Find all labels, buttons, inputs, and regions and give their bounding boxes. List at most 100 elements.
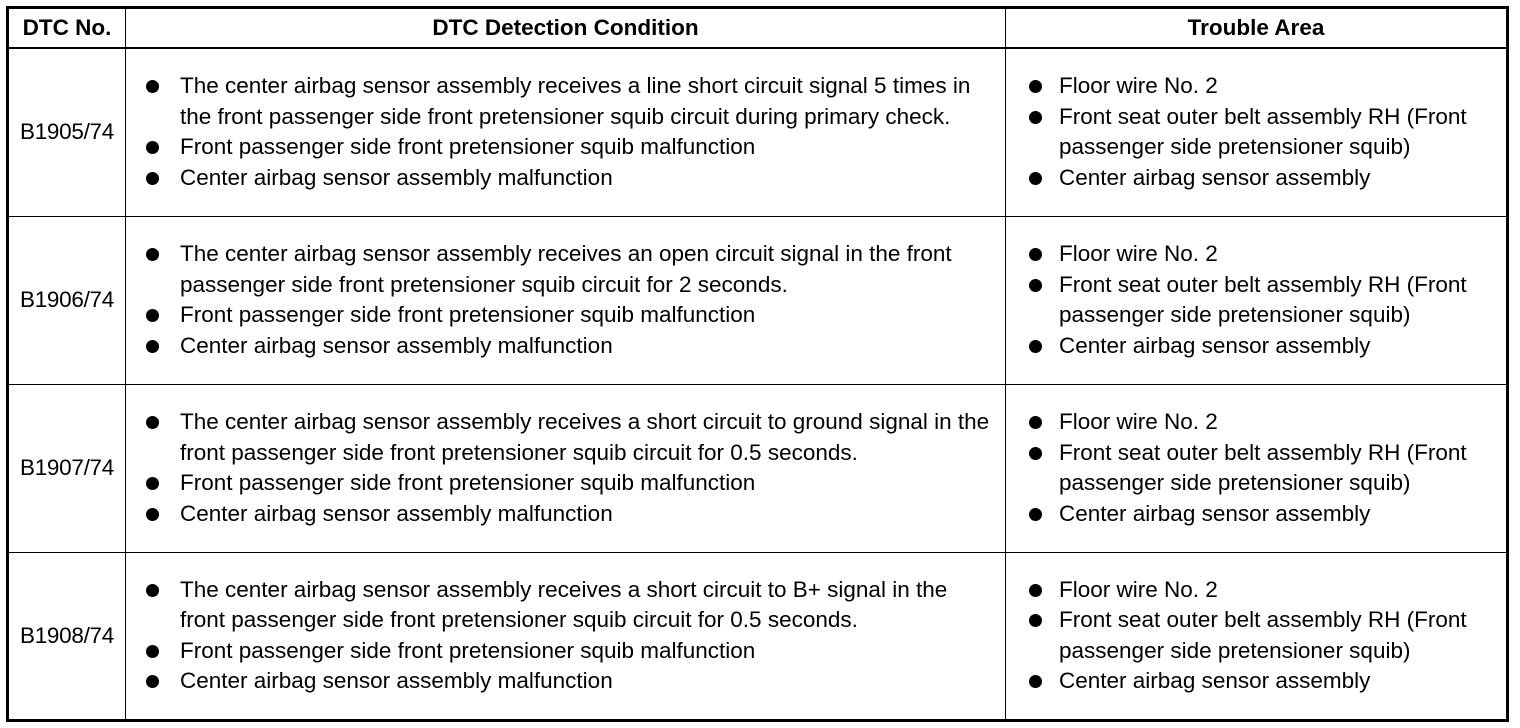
list-item: Front seat outer belt assembly RH (Front…	[1006, 438, 1506, 499]
area-text: Center airbag sensor assembly	[1059, 164, 1371, 190]
dtc-code-cell: B1908/74	[7, 551, 126, 721]
area-list: Floor wire No. 2 Front seat outer belt a…	[1006, 71, 1506, 193]
condition-text: The center airbag sensor assembly receiv…	[180, 409, 990, 465]
condition-list: The center airbag sensor assembly receiv…	[126, 71, 1005, 193]
list-item: Front passenger side front pretensioner …	[126, 132, 1005, 163]
condition-text: The center airbag sensor assembly receiv…	[180, 241, 952, 297]
list-item: Front seat outer belt assembly RH (Front…	[1006, 605, 1506, 666]
list-item: Center airbag sensor assembly	[1006, 163, 1506, 194]
bullet-icon	[1029, 507, 1042, 521]
table-row: B1908/74 The center airbag sensor assemb…	[7, 551, 1508, 721]
condition-text: Front passenger side front pretensioner …	[180, 637, 756, 663]
trouble-area-cell: Floor wire No. 2 Front seat outer belt a…	[1005, 383, 1508, 553]
area-text: Center airbag sensor assembly	[1059, 668, 1371, 693]
list-item: Center airbag sensor assembly	[1006, 331, 1506, 362]
bullet-icon	[1029, 110, 1042, 124]
bullet-icon	[1029, 171, 1042, 185]
dtc-code-cell: B1906/74	[7, 215, 126, 385]
dtc-code-cell: B1905/74	[7, 47, 126, 217]
detection-condition-cell: The center airbag sensor assembly receiv…	[125, 551, 1006, 721]
bullet-icon	[146, 507, 159, 521]
trouble-area-cell: Floor wire No. 2 Front seat outer belt a…	[1005, 215, 1508, 385]
trouble-area-cell: Floor wire No. 2 Front seat outer belt a…	[1005, 551, 1508, 721]
bullet-icon	[1029, 675, 1042, 688]
bullet-icon	[146, 80, 159, 94]
condition-list: The center airbag sensor assembly receiv…	[126, 575, 1005, 697]
dtc-code-cell: B1907/74	[7, 383, 126, 553]
condition-text: Center airbag sensor assembly malfunctio…	[180, 332, 613, 358]
bullet-icon	[146, 171, 159, 185]
bullet-icon	[146, 583, 159, 597]
bullet-icon	[1029, 583, 1042, 597]
area-list: Floor wire No. 2 Front seat outer belt a…	[1006, 575, 1506, 697]
list-item: The center airbag sensor assembly receiv…	[126, 239, 1005, 300]
bullet-icon	[1029, 248, 1042, 261]
list-item: Front seat outer belt assembly RH (Front…	[1006, 102, 1506, 163]
condition-text: Center airbag sensor assembly malfunctio…	[180, 500, 613, 526]
table-row: B1906/74 The center airbag sensor assemb…	[7, 215, 1508, 385]
list-item: Floor wire No. 2	[1006, 575, 1506, 606]
list-item: Front passenger side front pretensioner …	[126, 300, 1005, 331]
bullet-icon	[1029, 614, 1042, 627]
condition-text: Front passenger side front pretensioner …	[180, 470, 756, 495]
list-item: Floor wire No. 2	[1006, 239, 1506, 270]
header-detection-condition: DTC Detection Condition	[125, 7, 1006, 49]
table-row: B1905/74 The center airbag sensor assemb…	[7, 47, 1508, 217]
area-text: Front seat outer belt assembly RH (Front…	[1059, 607, 1467, 663]
list-item: Front passenger side front pretensioner …	[126, 636, 1005, 667]
list-item: Center airbag sensor assembly malfunctio…	[126, 499, 1005, 530]
list-item: Center airbag sensor assembly	[1006, 666, 1506, 697]
bullet-icon	[1029, 416, 1042, 429]
area-list: Floor wire No. 2 Front seat outer belt a…	[1006, 239, 1506, 361]
bullet-icon	[146, 477, 159, 490]
condition-text: Center airbag sensor assembly malfunctio…	[180, 164, 613, 190]
bullet-icon	[146, 339, 159, 353]
list-item: The center airbag sensor assembly receiv…	[126, 71, 1005, 132]
bullet-icon	[146, 416, 159, 429]
condition-list: The center airbag sensor assembly receiv…	[126, 239, 1005, 361]
area-text: Front seat outer belt assembly RH (Front…	[1059, 103, 1467, 160]
list-item: The center airbag sensor assembly receiv…	[126, 407, 1005, 468]
list-item: Front passenger side front pretensioner …	[126, 468, 1005, 499]
dtc-table-container: DTC No. DTC Detection Condition Trouble …	[6, 6, 1509, 722]
bullet-icon	[146, 675, 159, 688]
list-item: Center airbag sensor assembly malfunctio…	[126, 666, 1005, 697]
bullet-icon	[146, 644, 159, 658]
dtc-table: DTC No. DTC Detection Condition Trouble …	[6, 6, 1509, 722]
table-header-row: DTC No. DTC Detection Condition Trouble …	[7, 7, 1508, 49]
area-list: Floor wire No. 2 Front seat outer belt a…	[1006, 407, 1506, 529]
detection-condition-cell: The center airbag sensor assembly receiv…	[125, 383, 1006, 553]
trouble-area-cell: Floor wire No. 2 Front seat outer belt a…	[1005, 47, 1508, 217]
bullet-icon	[1029, 339, 1042, 353]
list-item: The center airbag sensor assembly receiv…	[126, 575, 1005, 636]
bullet-icon	[146, 141, 159, 155]
bullet-icon	[1029, 80, 1042, 94]
header-dtc-no: DTC No.	[7, 7, 126, 49]
table-row: B1907/74 The center airbag sensor assemb…	[7, 383, 1508, 553]
area-text: Floor wire No. 2	[1059, 241, 1218, 266]
condition-text: The center airbag sensor assembly receiv…	[180, 576, 948, 633]
area-text: Front seat outer belt assembly RH (Front…	[1059, 439, 1467, 496]
bullet-icon	[146, 248, 159, 261]
condition-text: Front passenger side front pretensioner …	[180, 302, 756, 327]
list-item: Center airbag sensor assembly malfunctio…	[126, 331, 1005, 362]
condition-list: The center airbag sensor assembly receiv…	[126, 407, 1005, 529]
list-item: Front seat outer belt assembly RH (Front…	[1006, 270, 1506, 331]
list-item: Center airbag sensor assembly malfunctio…	[126, 163, 1005, 194]
area-text: Center airbag sensor assembly	[1059, 500, 1371, 526]
area-text: Center airbag sensor assembly	[1059, 332, 1371, 358]
header-trouble-area: Trouble Area	[1005, 7, 1508, 49]
area-text: Front seat outer belt assembly RH (Front…	[1059, 271, 1467, 328]
area-text: Floor wire No. 2	[1059, 409, 1218, 434]
list-item: Floor wire No. 2	[1006, 71, 1506, 102]
detection-condition-cell: The center airbag sensor assembly receiv…	[125, 47, 1006, 217]
condition-text: Front passenger side front pretensioner …	[180, 134, 756, 160]
detection-condition-cell: The center airbag sensor assembly receiv…	[125, 215, 1006, 385]
area-text: Floor wire No. 2	[1059, 576, 1218, 602]
bullet-icon	[1029, 446, 1042, 460]
list-item: Center airbag sensor assembly	[1006, 499, 1506, 530]
bullet-icon	[146, 309, 159, 322]
bullet-icon	[1029, 278, 1042, 292]
condition-text: The center airbag sensor assembly receiv…	[180, 73, 971, 129]
area-text: Floor wire No. 2	[1059, 73, 1218, 99]
